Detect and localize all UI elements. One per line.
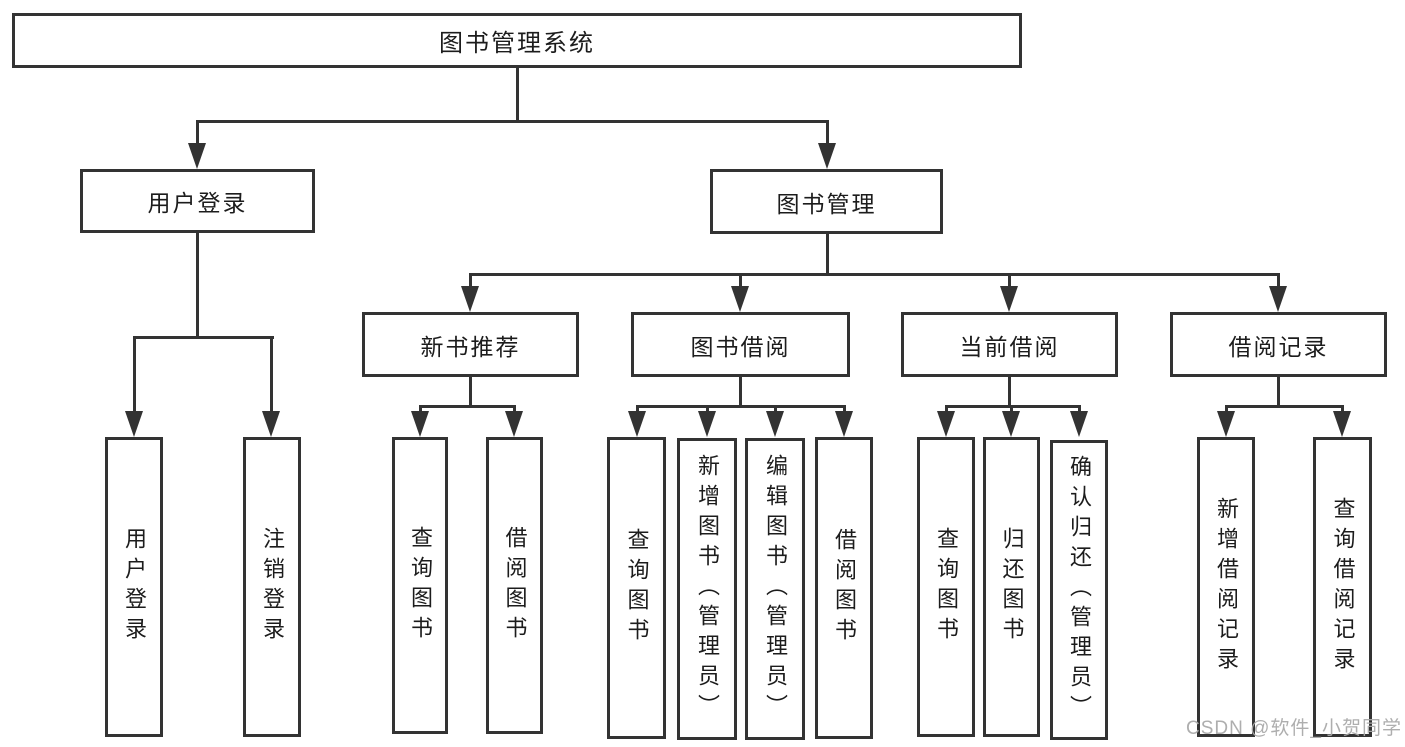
connector-borrow-records-rail xyxy=(1225,405,1344,408)
connector-level1-rail xyxy=(196,120,829,123)
leaf-borrow-edit-admin: 编辑图书（管理员） xyxy=(745,438,805,740)
csdn-watermark: CSDN @软件_小贺同学 xyxy=(1186,718,1402,739)
arrow-to-leaf xyxy=(835,411,853,437)
leaf-borrow-borrow: 借阅图书 xyxy=(815,437,873,739)
arrow-to-leaf xyxy=(1333,411,1351,437)
arrow-to-leaf xyxy=(1217,411,1235,437)
leaf-borrow-add-admin: 新增图书（管理员） xyxy=(677,438,737,740)
leaf-current-confirm-admin: 确认归还（管理员） xyxy=(1050,440,1108,740)
connector-branch-stem xyxy=(1277,273,1280,288)
leaf-current-return-label: 归还图书 xyxy=(999,527,1025,647)
leaf-user-login-label: 用户登录 xyxy=(122,527,147,647)
connector-book-borrow-rail xyxy=(636,405,846,408)
node-borrow-records: 借阅记录 xyxy=(1170,312,1387,377)
connector-user-login-stem xyxy=(196,120,199,145)
leaf-current-query-label: 查询图书 xyxy=(934,527,959,647)
arrow-to-leaf xyxy=(766,411,784,437)
leaf-logout: 注销登录 xyxy=(243,437,301,737)
leaf-records-query: 查询借阅记录 xyxy=(1313,437,1372,737)
connector-leaf-stem xyxy=(706,405,709,413)
leaf-user-login: 用户登录 xyxy=(105,437,163,737)
connector-level2-rail xyxy=(469,273,1280,276)
connector-user-login-down xyxy=(196,233,199,336)
connector-borrow-records-down xyxy=(1277,377,1280,405)
leaf-records-add: 新增借阅记录 xyxy=(1197,437,1255,737)
connector-leaf-stem xyxy=(1078,405,1081,413)
leaf-borrow-borrow-label: 借阅图书 xyxy=(832,528,857,648)
node-new-books-label: 新书推荐 xyxy=(420,333,521,360)
arrow-to-current-borrow xyxy=(1000,286,1018,312)
node-current-borrow: 当前借阅 xyxy=(901,312,1118,377)
leaf-records-add-label: 新增借阅记录 xyxy=(1214,497,1239,677)
connector-branch-stem xyxy=(469,273,472,288)
arrow-to-leaf xyxy=(262,411,280,437)
leaf-logout-label: 注销登录 xyxy=(260,527,285,647)
connector-current-borrow-rail xyxy=(945,405,1081,408)
connector-leaf-stem xyxy=(843,405,846,413)
arrow-to-leaf xyxy=(628,411,646,437)
node-book-borrow: 图书借阅 xyxy=(631,312,850,377)
connector-branch-stem xyxy=(1008,273,1011,288)
connector-leaf-stem xyxy=(945,405,948,413)
leaf-current-confirm-admin-label: 确认归还（管理员） xyxy=(1067,455,1092,725)
connector-leaf-stem xyxy=(1341,405,1344,413)
arrow-to-book-borrow xyxy=(731,286,749,312)
arrow-to-leaf xyxy=(505,411,523,437)
connector-leaf-stem xyxy=(513,405,516,413)
connector-leaf-stem xyxy=(1010,405,1013,413)
leaf-borrow-add-admin-label: 新增图书（管理员） xyxy=(695,454,720,724)
arrow-to-borrow-records xyxy=(1269,286,1287,312)
connector-leaf-stem xyxy=(419,405,422,413)
connector-book-mgmt-down xyxy=(826,233,829,273)
connector-user-login-rail xyxy=(133,336,274,339)
connector-leaf-stem xyxy=(774,405,777,413)
connector-book-mgmt-stem xyxy=(826,120,829,145)
connector-leaf-stem xyxy=(636,405,639,413)
leaf-newbooks-borrow-label: 借阅图书 xyxy=(502,525,528,646)
connector-new-books-rail xyxy=(419,405,516,408)
node-borrow-records-label: 借阅记录 xyxy=(1228,333,1329,360)
node-root-label: 图书管理系统 xyxy=(439,30,595,57)
leaf-current-query: 查询图书 xyxy=(917,437,975,737)
node-book-mgmt: 图书管理 xyxy=(710,169,943,234)
connector-leaf-stem xyxy=(133,336,136,413)
node-book-mgmt-label: 图书管理 xyxy=(776,190,877,217)
arrow-to-leaf xyxy=(937,411,955,437)
connector-current-borrow-down xyxy=(1008,377,1011,405)
connector-root-stem xyxy=(516,68,519,120)
node-root: 图书管理系统 xyxy=(12,13,1022,68)
arrow-to-leaf xyxy=(411,411,429,437)
connector-leaf-stem xyxy=(270,336,273,413)
leaf-newbooks-query: 查询图书 xyxy=(392,437,448,734)
leaf-borrow-query: 查询图书 xyxy=(607,437,666,739)
node-current-borrow-label: 当前借阅 xyxy=(959,333,1060,360)
arrow-to-leaf xyxy=(1070,411,1088,437)
arrow-to-book-mgmt xyxy=(818,143,836,169)
leaf-newbooks-borrow: 借阅图书 xyxy=(486,437,543,734)
arrow-to-new-books xyxy=(461,286,479,312)
connector-leaf-stem xyxy=(1225,405,1228,413)
arrow-to-leaf xyxy=(125,411,143,437)
node-new-books: 新书推荐 xyxy=(362,312,579,377)
node-user-login-label: 用户登录 xyxy=(147,190,248,216)
connector-new-books-down xyxy=(469,377,472,405)
arrow-to-user-login xyxy=(188,143,206,169)
leaf-records-query-label: 查询借阅记录 xyxy=(1330,497,1356,677)
leaf-borrow-query-label: 查询图书 xyxy=(624,528,650,648)
arrow-to-leaf xyxy=(1002,411,1020,437)
leaf-borrow-edit-admin-label: 编辑图书（管理员） xyxy=(763,454,788,724)
node-user-login: 用户登录 xyxy=(80,169,315,233)
leaf-newbooks-query-label: 查询图书 xyxy=(408,525,433,646)
connector-branch-stem xyxy=(739,273,742,288)
arrow-to-leaf xyxy=(698,411,716,437)
connector-book-borrow-down xyxy=(739,377,742,405)
node-book-borrow-label: 图书借阅 xyxy=(690,333,791,360)
leaf-current-return: 归还图书 xyxy=(983,437,1040,737)
